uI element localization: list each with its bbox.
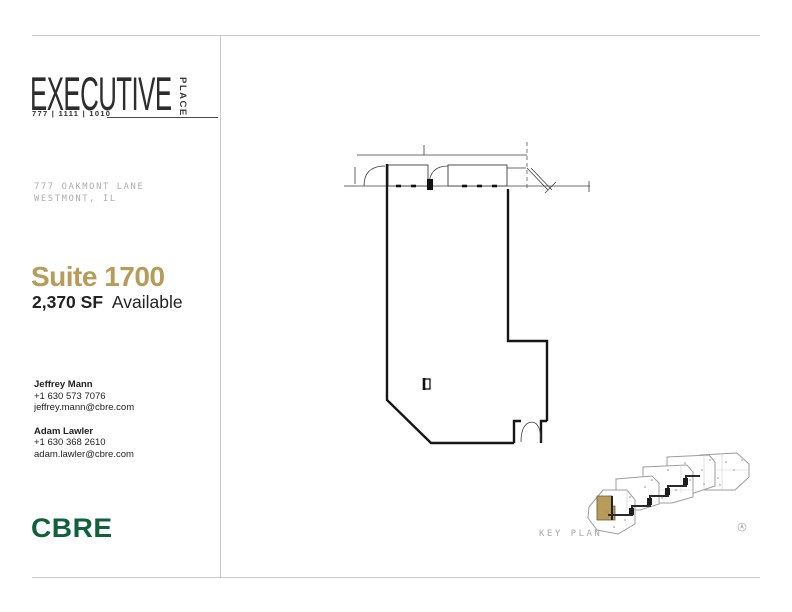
contact-phone: +1 630 368 2610 <box>34 437 106 448</box>
availability-line: 2,370 SF Available <box>32 292 183 313</box>
contact-name: Jeffrey Mann <box>34 379 93 390</box>
key-plan-graphic <box>587 452 750 535</box>
suite-title: Suite 1700 <box>31 261 165 292</box>
corridor-wall-segments <box>387 164 508 187</box>
key-plan-label: KEY PLAN <box>539 529 603 539</box>
contact-email: adam.lawler@cbre.com <box>34 448 134 460</box>
contact-phone: +1 630 573 7076 <box>34 390 106 402</box>
logo-wordmark-place: PLACE <box>177 77 188 117</box>
contact-email: jeffrey.mann@cbre.com <box>34 402 135 413</box>
suite-size: 2,370 SF <box>32 292 104 312</box>
contact-card: Adam Lawler +1 630 368 2610 adam.lawler@… <box>34 426 134 461</box>
top-rule <box>32 35 760 36</box>
property-address: 777 OAKMONT LANE WESTMONT, IL <box>34 181 144 205</box>
entry-door-swings <box>520 421 542 443</box>
availability-label: Available <box>111 292 183 312</box>
contact-card: Jeffrey Mann +1 630 573 7076 jeffrey.man… <box>34 379 134 414</box>
logo-underline <box>107 117 218 118</box>
door-jamb-block <box>427 179 433 190</box>
cbre-logo: CBRE <box>31 513 113 543</box>
column-grid-dots <box>597 459 743 528</box>
contact-list: Jeffrey Mann +1 630 573 7076 jeffrey.man… <box>34 379 134 472</box>
logo-wordmark: EXECUTIVE <box>30 67 172 120</box>
floor-plan <box>344 142 590 445</box>
core-blocks <box>629 478 688 515</box>
logo-building-numbers: 777 | 1111 | 1010 <box>32 109 112 118</box>
left-panel-divider <box>220 35 221 577</box>
contact-name: Adam Lawler <box>34 425 94 437</box>
north-arrow-icon <box>737 522 747 532</box>
bottom-rule <box>32 577 760 578</box>
suite-outline <box>385 164 549 445</box>
address-line-2: WESTMONT, IL <box>34 194 117 204</box>
address-line-1: 777 OAKMONT LANE <box>34 182 145 192</box>
